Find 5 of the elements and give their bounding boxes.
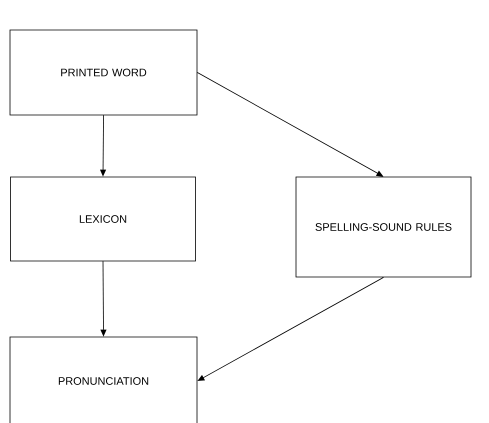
arrow [197,72,384,177]
process-box: PRINTED WORD [10,30,198,116]
process-box: LEXICON [10,176,196,262]
process-box: PRONUNCIATION [10,336,198,423]
process-box: SPELLING-SOUND RULES [296,176,472,278]
